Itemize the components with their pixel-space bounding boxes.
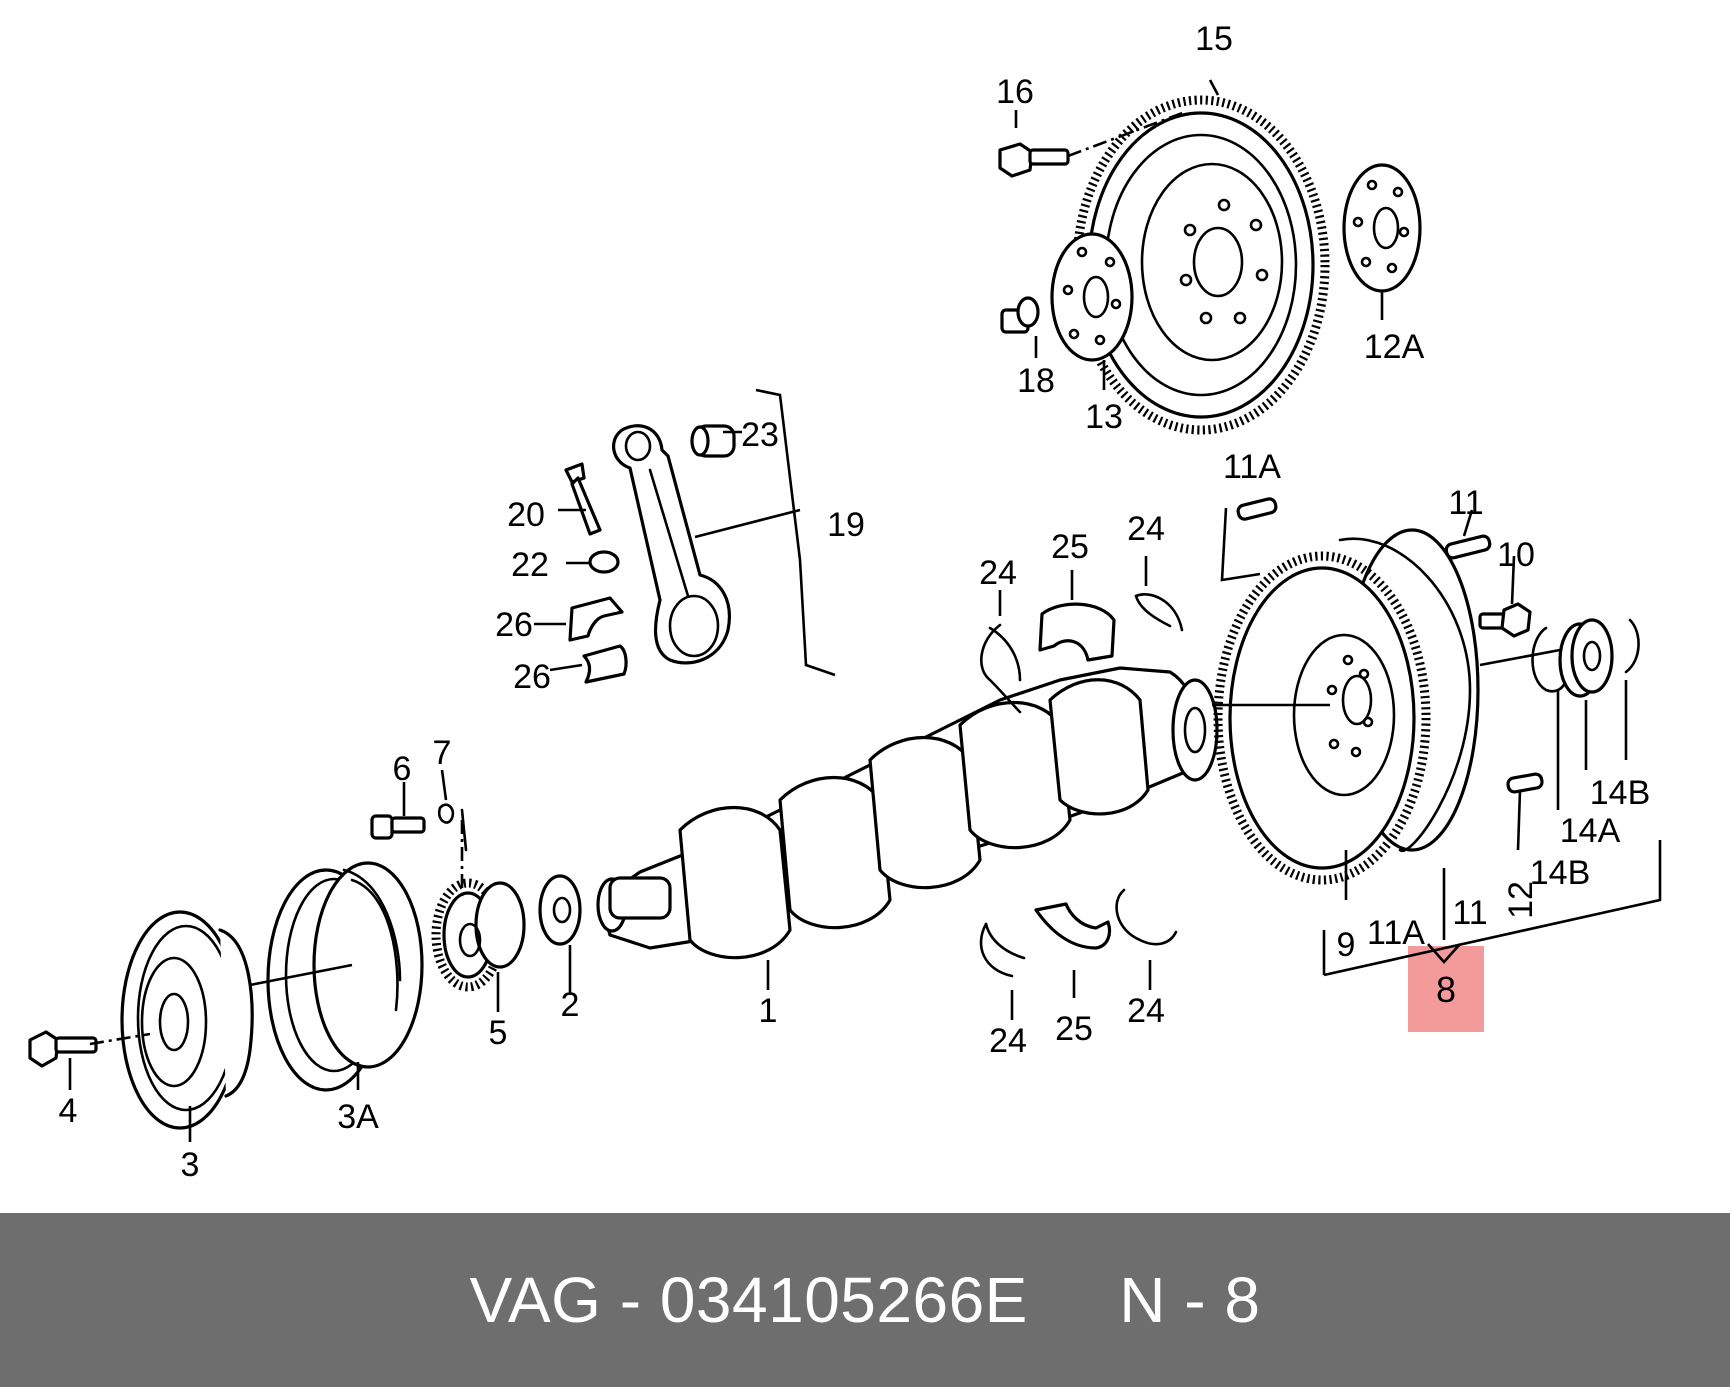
bolt-4[interactable] [28,1030,98,1068]
sprocket-5[interactable] [431,878,526,992]
thrust-washer-24-a[interactable] [980,623,1022,714]
dowel-pin-11-right[interactable] [1444,534,1492,560]
circlip-14b-right[interactable] [1624,618,1640,674]
label-5: 5 [489,1014,508,1052]
label-24-a: 24 [979,554,1017,592]
bolt-16[interactable] [998,142,1070,178]
pulley-3a[interactable] [266,861,424,1092]
bearing-shell-26-b[interactable] [582,644,628,684]
label-12a: 12A [1364,328,1425,366]
label-3: 3 [181,1146,200,1184]
dowel-pin-12[interactable] [1506,772,1544,794]
label-24-c: 24 [989,1022,1027,1060]
label-1: 1 [759,992,778,1030]
thrust-washer-24-c[interactable] [979,922,1026,978]
caption-bar: VAG - 034105266E N - 8 [0,1213,1730,1387]
vibration-damper-3[interactable] [120,910,254,1130]
label-15: 15 [1195,20,1233,58]
bearing-shell-26-a[interactable] [568,596,624,642]
shim-plate-13[interactable] [1050,232,1134,362]
shim-plate-12a[interactable] [1342,163,1422,293]
label-10: 10 [1497,536,1535,574]
bushing-18[interactable] [1000,296,1040,334]
label-25-bottom: 25 [1055,1010,1093,1048]
label-14b-bottom: 14B [1530,854,1591,892]
label-12: 12 [1502,881,1540,919]
crankshaft[interactable] [596,666,1219,960]
label-14a: 14A [1560,812,1621,850]
label-13: 13 [1085,398,1123,436]
label-25-top: 25 [1051,528,1089,566]
label-2: 2 [561,986,580,1024]
label-24-d: 24 [1127,992,1165,1030]
small-bushing-23[interactable] [690,424,736,458]
dowel-pin-11a-top[interactable] [1236,497,1278,521]
label-7: 7 [433,734,452,772]
label-26-b: 26 [513,658,551,696]
label-14b-top: 14B [1590,774,1651,812]
bearing-shell-25-bottom[interactable] [1034,902,1112,950]
label-11a-top: 11A [1223,448,1281,486]
label-6: 6 [393,750,412,788]
label-8: 8 [1436,969,1456,1010]
label-26-a: 26 [495,606,533,644]
circlip-14b-left[interactable] [1531,626,1568,693]
label-9: 9 [1337,926,1356,964]
rod-nut-22[interactable] [588,550,620,574]
part-number-caption: VAG - 034105266E N - 8 [469,1264,1261,1336]
flywheel-ring-gear[interactable] [1213,551,1431,885]
label-19: 19 [827,506,865,544]
label-11-bottom: 11 [1452,894,1487,932]
exploded-parts-diagram: 15 16 12A 18 13 23 19 20 22 26 26 11A 11… [28,20,1662,1184]
label-3a: 3A [337,1098,379,1136]
bearing-shell-25-top[interactable] [1038,602,1116,662]
bracket-19 [755,388,836,677]
label-11-top: 11 [1448,484,1483,522]
label-18: 18 [1017,362,1055,400]
bearing-14a[interactable] [1558,618,1614,698]
rod-bolt-20[interactable] [564,462,602,536]
label-22: 22 [511,546,549,584]
bolt-6[interactable] [370,814,426,840]
label-23: 23 [741,416,779,454]
thrust-washer-24-d[interactable] [1115,888,1178,946]
bolt-10[interactable] [1478,602,1532,638]
label-20: 20 [507,496,545,534]
label-16: 16 [996,73,1034,111]
key-2[interactable] [538,874,582,946]
pin-7[interactable] [437,803,468,852]
label-4: 4 [59,1092,78,1130]
label-24-b: 24 [1127,510,1165,548]
connecting-rod[interactable] [612,424,731,665]
thrust-washer-24-b[interactable] [1134,593,1184,632]
label-11a-bottom: 11A [1367,914,1425,952]
